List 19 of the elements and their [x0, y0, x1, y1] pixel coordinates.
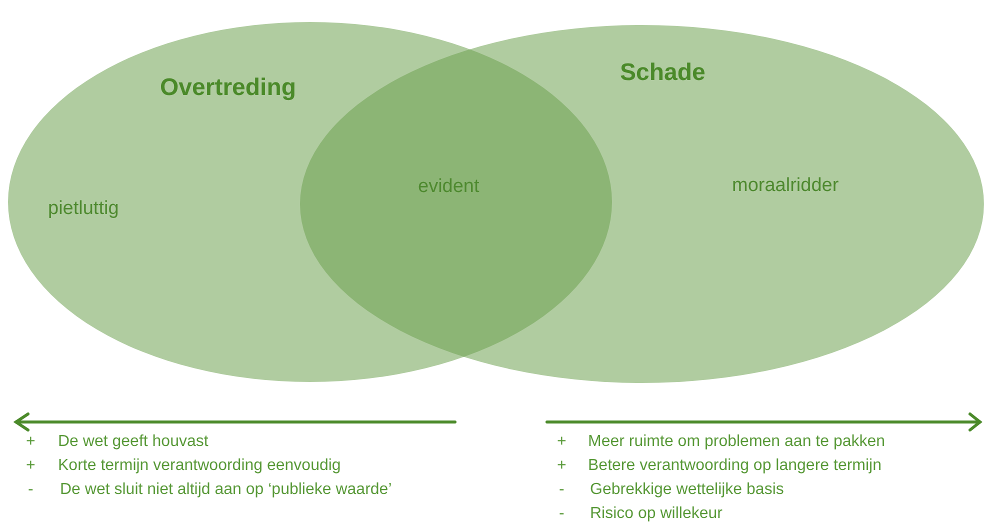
bullet-mark: - [28, 481, 34, 499]
list-item: Betere verantwoording op langere termijn [588, 457, 882, 475]
heading: Overtreding [160, 74, 296, 102]
list-item: Korte termijn verantwoording eenvoudig [58, 457, 341, 475]
bullet-mark: + [557, 433, 566, 451]
bullet-mark: + [557, 457, 566, 475]
bullet-mark: + [26, 433, 36, 451]
bullet-mark: - [559, 505, 564, 523]
list-item: Meer ruimte om problemen aan te pakken [588, 433, 886, 451]
bullet-mark: + [26, 457, 36, 475]
list-item: De wet sluit niet altijd aan op ‘publieke waarde’ [60, 481, 392, 499]
ellipse-label: pietluttig [48, 198, 119, 220]
bullet-mark: - [559, 481, 564, 499]
list-item: De wet geeft houvast [58, 433, 208, 451]
list-item: Gebrekkige wettelijke basis [590, 481, 784, 499]
heading: Schade [620, 59, 706, 87]
ellipse-label: moraalridder [732, 175, 839, 197]
overlap-label: evident [418, 176, 480, 198]
list-item: Risico op willekeur [590, 505, 722, 523]
